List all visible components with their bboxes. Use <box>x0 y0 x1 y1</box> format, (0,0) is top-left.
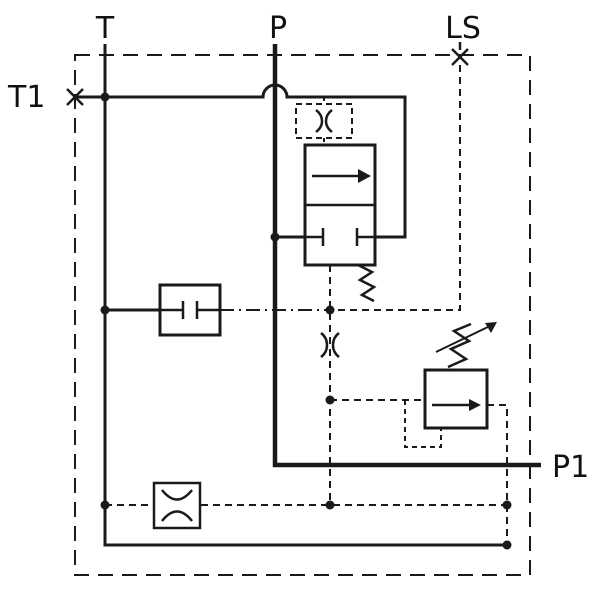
ls-plug-x-icon <box>451 48 469 66</box>
orifice-arc <box>161 510 193 522</box>
pilot-box <box>295 103 353 139</box>
supply-line-p <box>272 44 541 468</box>
closed-connection-block <box>105 283 330 337</box>
junction-dot <box>100 305 110 315</box>
adjust-arrow-shaft <box>435 324 493 353</box>
port-label-t: T <box>95 11 115 46</box>
junction-dots <box>100 92 512 550</box>
x-stroke <box>451 48 469 66</box>
junction-dot <box>325 305 335 315</box>
ls-pilot-line <box>330 65 461 311</box>
enclosure-rect <box>74 54 531 576</box>
orifice-arc <box>161 489 193 501</box>
flow-arrow-icon <box>312 169 371 183</box>
tank-line-t <box>103 44 507 547</box>
port-label-p: P <box>269 11 287 46</box>
enclosure-boundary <box>74 54 531 576</box>
adjustable-spring-icon <box>435 322 497 369</box>
arrow-head <box>469 399 481 411</box>
junction-dot <box>325 395 335 405</box>
relief-arrow-icon <box>432 399 481 411</box>
valve-spring-icon <box>357 263 377 303</box>
junction-dot <box>502 540 512 550</box>
ls-port-line <box>330 42 469 311</box>
bleed-orifice <box>152 481 202 530</box>
sense-line <box>320 265 340 505</box>
relief-drain-line <box>487 404 508 545</box>
orifice-body <box>152 481 202 530</box>
port-label-t1: T1 <box>7 80 45 115</box>
junction-dot <box>270 232 280 242</box>
spring-zigzag <box>447 322 472 369</box>
arrow-head <box>358 169 371 183</box>
t1-plug-x-icon <box>66 88 84 106</box>
orifice-arc <box>324 109 333 133</box>
junction-dot <box>100 92 110 102</box>
orifice-arc <box>315 109 324 133</box>
orifice-arc <box>331 332 340 358</box>
p-to-p1-line <box>272 44 541 468</box>
junction-dot <box>100 500 110 510</box>
pilot-damping-orifice <box>295 97 353 145</box>
t1-port-line <box>66 83 407 239</box>
t1-gallery-line <box>75 83 407 239</box>
closed-port-symbols <box>305 228 375 246</box>
junction-dot <box>325 500 335 510</box>
port-labels: T P LS T1 P1 <box>7 11 589 485</box>
port-label-ls: LS <box>445 11 481 46</box>
relief-body <box>423 368 489 430</box>
port-label-p1: P1 <box>552 450 589 485</box>
orifice-arc <box>320 332 329 358</box>
adjust-arrow-head <box>485 322 497 333</box>
relief-pilot-loop <box>404 400 442 448</box>
adjustable-ls-relief-valve <box>330 322 508 545</box>
x-stroke <box>66 88 84 106</box>
junction-dot <box>502 500 512 510</box>
two-position-spool-valve <box>303 143 377 303</box>
t-line <box>103 44 507 547</box>
